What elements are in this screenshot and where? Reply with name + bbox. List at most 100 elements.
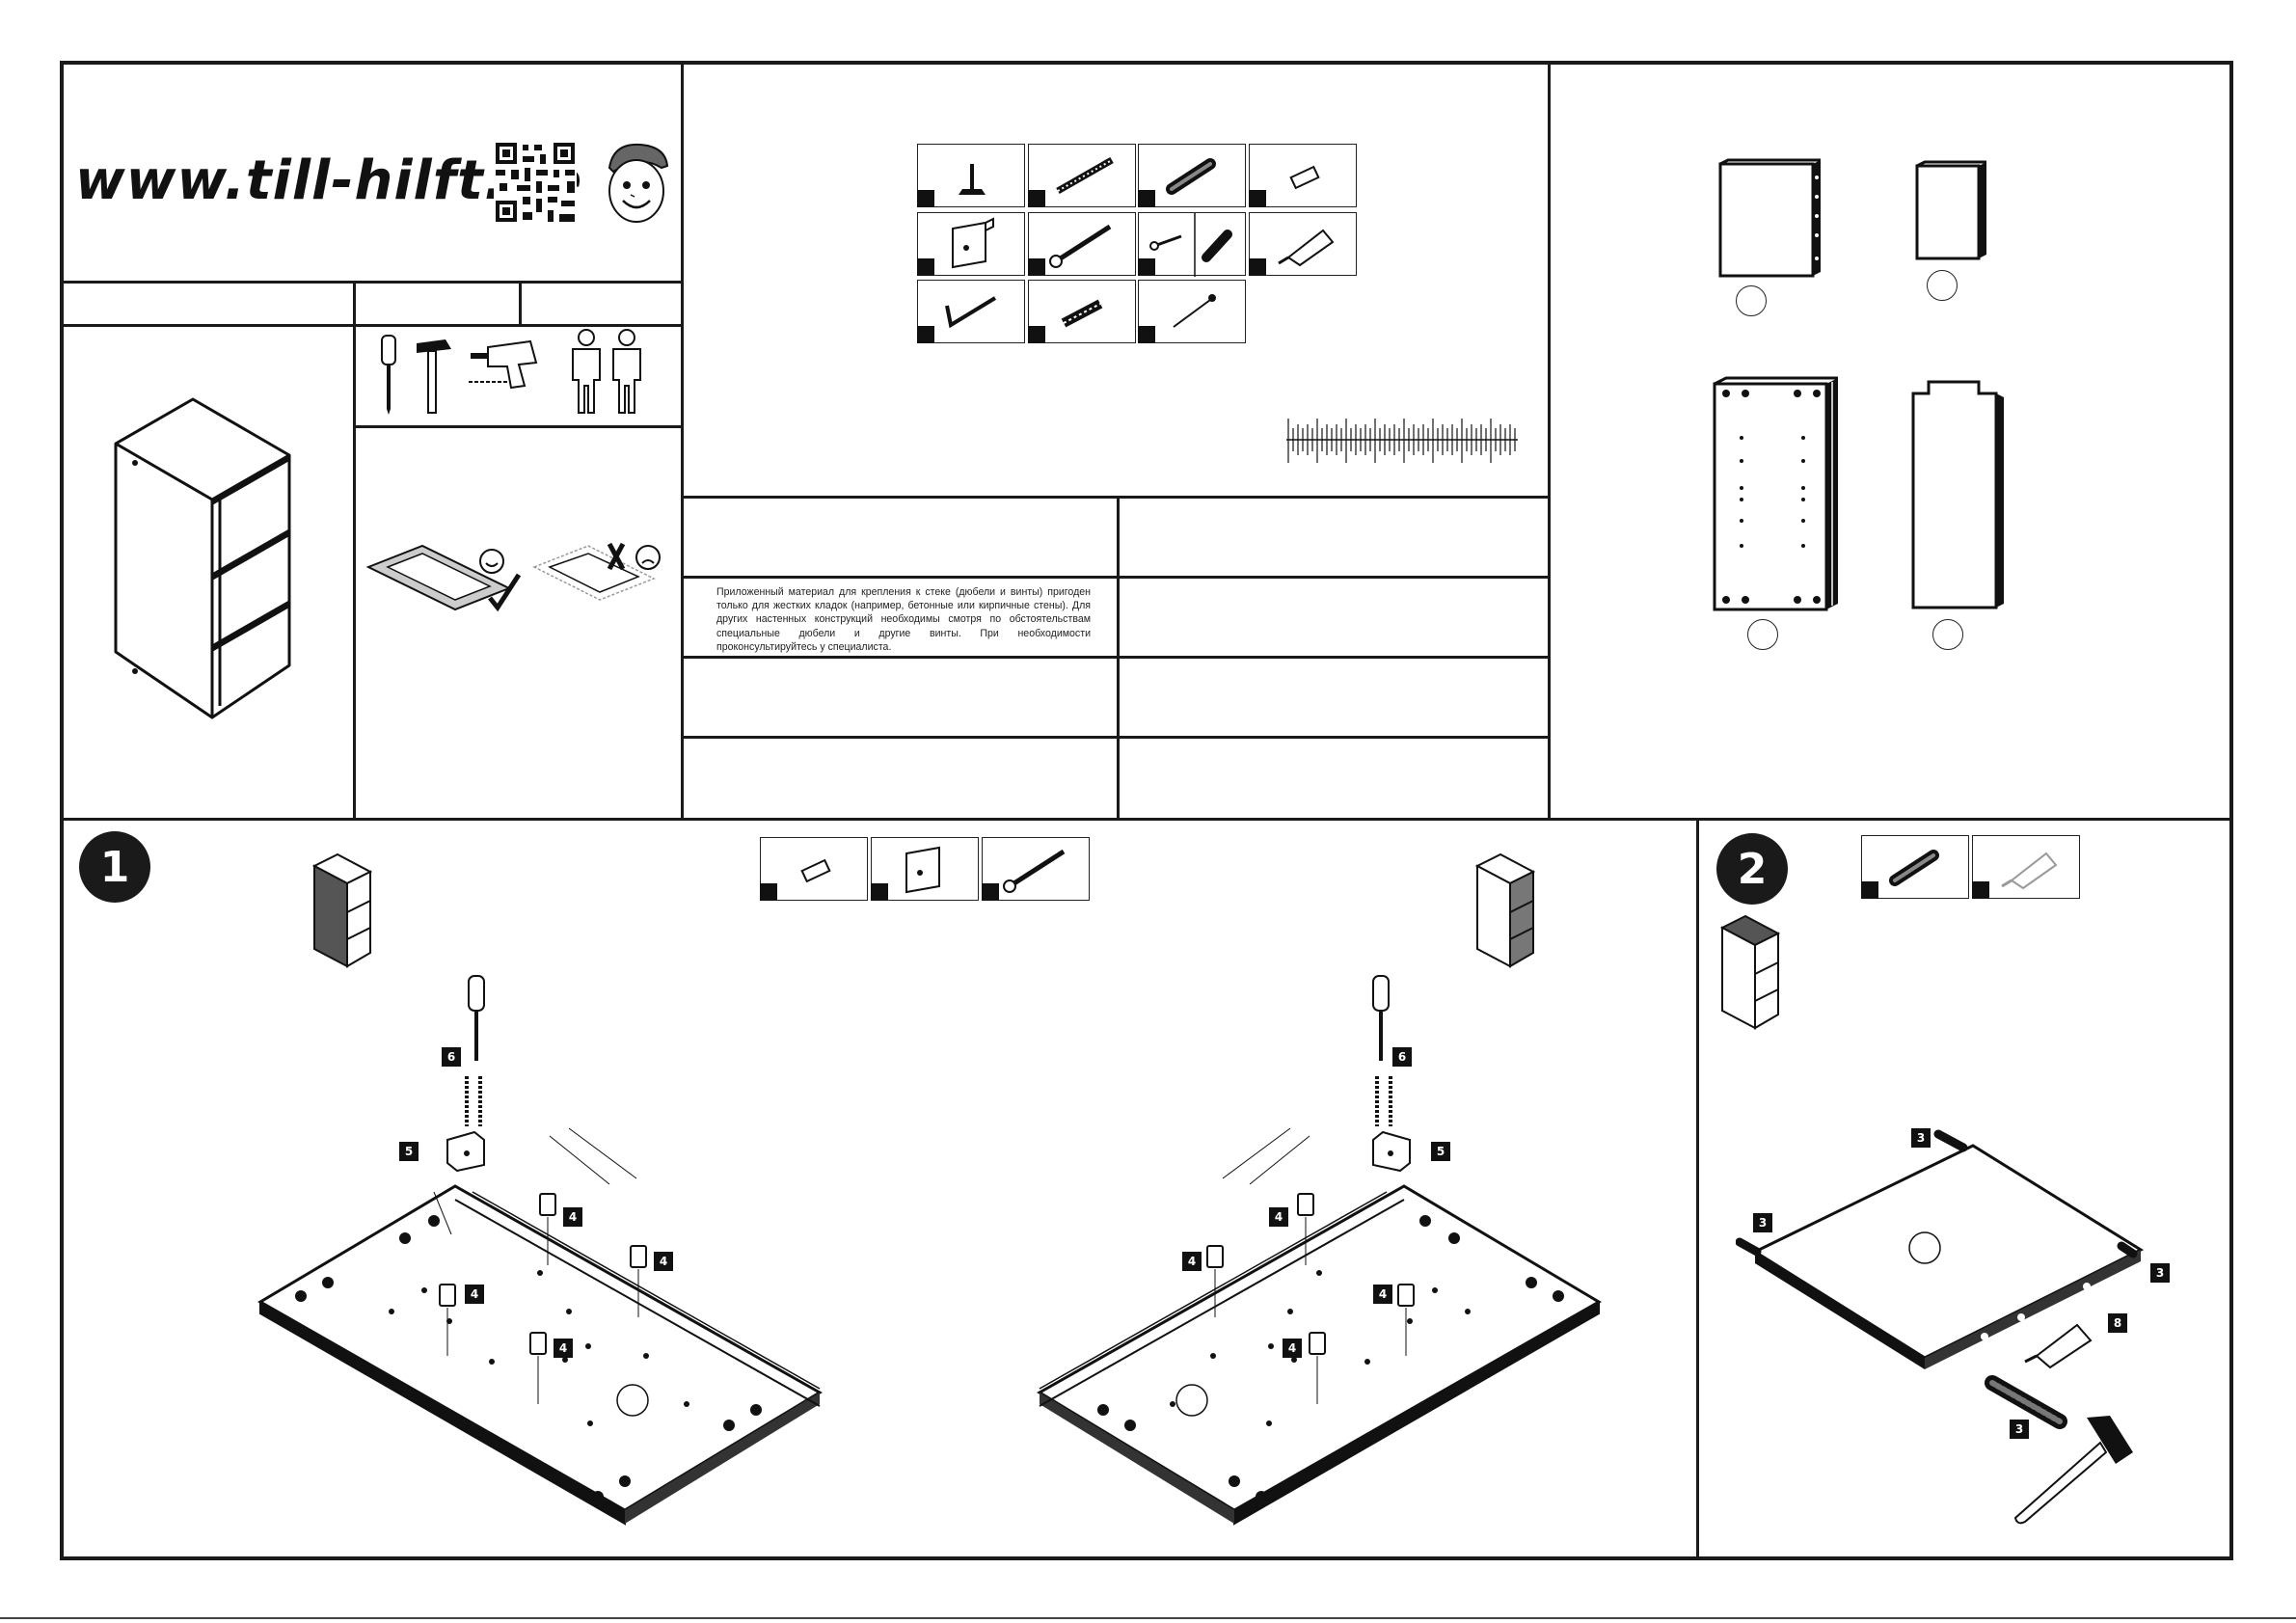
- step-2-callout-3-top: 3: [1911, 1128, 1931, 1148]
- divider-table-row-3: [681, 736, 1548, 739]
- step-2-dowel-icon: [1985, 1375, 2067, 1429]
- glue-tube-icon: [1278, 229, 1335, 267]
- step-2-panel-with-dowels: [1736, 1129, 2145, 1369]
- qr-code-icon: [494, 141, 577, 224]
- wood-dowel-icon: [1166, 158, 1216, 195]
- hardware-tile-wall-plug: [1028, 280, 1136, 343]
- step-1-shelf-thumbnail-right: [1474, 852, 1536, 968]
- step-1-cam-bolt-e: [1297, 1193, 1314, 1265]
- hammer-icon: [417, 339, 451, 414]
- step-1-callout-4-left-b: 4: [654, 1252, 673, 1271]
- step-2-hardware-wood-dowel: [1861, 835, 1969, 899]
- step-2-badge: 2: [1716, 833, 1788, 905]
- divider-table-row-2: [681, 656, 1548, 659]
- divider-blank-row: [60, 324, 681, 327]
- step-1-callout-4-left-a: 4: [563, 1207, 582, 1227]
- step-2-hardware-glue: [1972, 835, 2080, 899]
- step-2-glue-tube-icon: [2024, 1323, 2093, 1369]
- step-1-callout-6-left: 6: [442, 1047, 461, 1067]
- hardware-tile-allen-key: [917, 280, 1025, 343]
- step-1-callout-4-right-c: 4: [1373, 1285, 1392, 1304]
- step-1-screws-icon-right: [1375, 1076, 1392, 1126]
- screw-and-dowel-icon: [1149, 213, 1232, 277]
- part-back-panel-small: [1915, 160, 1986, 260]
- part-label-circle-d: [1932, 619, 1963, 650]
- divider-bottom: [1696, 818, 1699, 1560]
- glide-foot-icon: [959, 164, 986, 195]
- step-1-callout-6-right: 6: [1392, 1047, 1412, 1067]
- hardware-tile-nail: [1138, 280, 1246, 343]
- divider-middle: [60, 818, 2233, 821]
- drill-icon: [469, 339, 538, 390]
- step-1-callout-4-left-c: 4: [465, 1285, 484, 1304]
- wall-mounting-note: Приложенный материал для крепления к сте…: [716, 586, 1091, 653]
- assembly-surface-guide: [365, 542, 661, 612]
- page-frame: [60, 61, 2233, 1560]
- step-1-cam-bolt-a: [539, 1193, 556, 1265]
- nail-icon: [1173, 294, 1216, 328]
- divider-table-row-1: [681, 576, 1548, 579]
- step-1-callout-5-right: 5: [1431, 1142, 1450, 1161]
- step-1-board-right: [1037, 1127, 1602, 1526]
- divider-top-right: [1548, 61, 1551, 818]
- divider-hardware-bottom: [681, 496, 1548, 499]
- step-1-cam-bolt-c: [439, 1284, 456, 1356]
- mascot-face-icon: [608, 143, 669, 223]
- step-1-screwdriver-icon: [468, 975, 485, 1061]
- step-1-hardware-cam-bolt: [760, 837, 868, 901]
- page-bottom-rule: [0, 1617, 2296, 1619]
- part-label-circle-b: [1927, 270, 1958, 301]
- step-2-callout-3-bottom: 3: [2010, 1420, 2029, 1439]
- shelf-bracket-icon: [905, 846, 940, 894]
- step-1-cam-bolt-f: [1206, 1245, 1224, 1317]
- step-1-callout-4-right-d: 4: [1283, 1339, 1302, 1358]
- threaded-rod-icon: [1056, 156, 1114, 195]
- divider-row-split: [519, 281, 522, 324]
- hardware-tile-wood-screw: [1028, 212, 1136, 276]
- step-1-badge: 1: [79, 831, 150, 903]
- step-1-callout-4-left-d: 4: [554, 1339, 573, 1358]
- step-1-screwdriver-icon-right: [1372, 975, 1390, 1061]
- divider-top-left: [681, 61, 684, 818]
- step-1-callout-4-right-b: 4: [1182, 1252, 1202, 1271]
- step-1-screws-icon: [465, 1076, 482, 1126]
- part-label-circle-a: [1736, 285, 1767, 316]
- step-1-hardware-shelf-bracket: [871, 837, 979, 901]
- step-1-cam-bolt-d: [529, 1332, 547, 1404]
- wood-dowel-icon: [1889, 850, 1939, 886]
- part-back-panel-tall: [1911, 380, 2004, 609]
- screwdriver-icon: [381, 335, 396, 415]
- part-label-circle-c: [1747, 619, 1778, 650]
- divider-left-column: [353, 281, 356, 818]
- cam-bolt-icon: [800, 858, 831, 883]
- wall-plug-icon: [1061, 299, 1103, 328]
- step-2-callout-3-left: 3: [1753, 1213, 1772, 1232]
- two-persons-icon: [572, 329, 641, 414]
- measurement-ruler: [1286, 419, 1518, 463]
- hardware-tile-cam-bolt: [1249, 144, 1357, 207]
- glue-tube-icon: [2001, 852, 2058, 890]
- allen-key-icon: [945, 296, 997, 329]
- step-1-shelf-thumbnail-left: [311, 852, 373, 968]
- product-shelf-illustration: [114, 397, 291, 719]
- step-2-shelf-thumbnail: [1719, 914, 1781, 1030]
- step-1-hardware-wood-screw: [982, 837, 1090, 901]
- divider-tools-bottom: [353, 425, 681, 428]
- hardware-tile-threaded-rod: [1028, 144, 1136, 207]
- shelf-bracket-icon: [952, 217, 994, 269]
- step-1-callout-5-left: 5: [399, 1142, 419, 1161]
- step-1-cam-bolt-h: [1309, 1332, 1326, 1404]
- step-1-cam-bolt-g: [1397, 1284, 1415, 1356]
- step-2-callout-8: 8: [2108, 1313, 2127, 1333]
- wood-screw-icon: [1003, 849, 1066, 893]
- part-side-panel-tall: [1713, 376, 1838, 611]
- hardware-tile-screw-and-dowel: [1138, 212, 1246, 277]
- step-1-callout-4-right-a: 4: [1269, 1207, 1288, 1227]
- part-side-panel-small: [1718, 158, 1821, 278]
- step-1-bracket-icon-right: [1372, 1130, 1411, 1173]
- divider-table-column: [1117, 496, 1120, 818]
- hardware-tile-glide-foot: [917, 144, 1025, 207]
- hardware-tile-wood-dowel: [1138, 144, 1246, 207]
- step-1-bracket-icon: [446, 1130, 485, 1173]
- step-2-callout-3-right: 3: [2150, 1263, 2170, 1283]
